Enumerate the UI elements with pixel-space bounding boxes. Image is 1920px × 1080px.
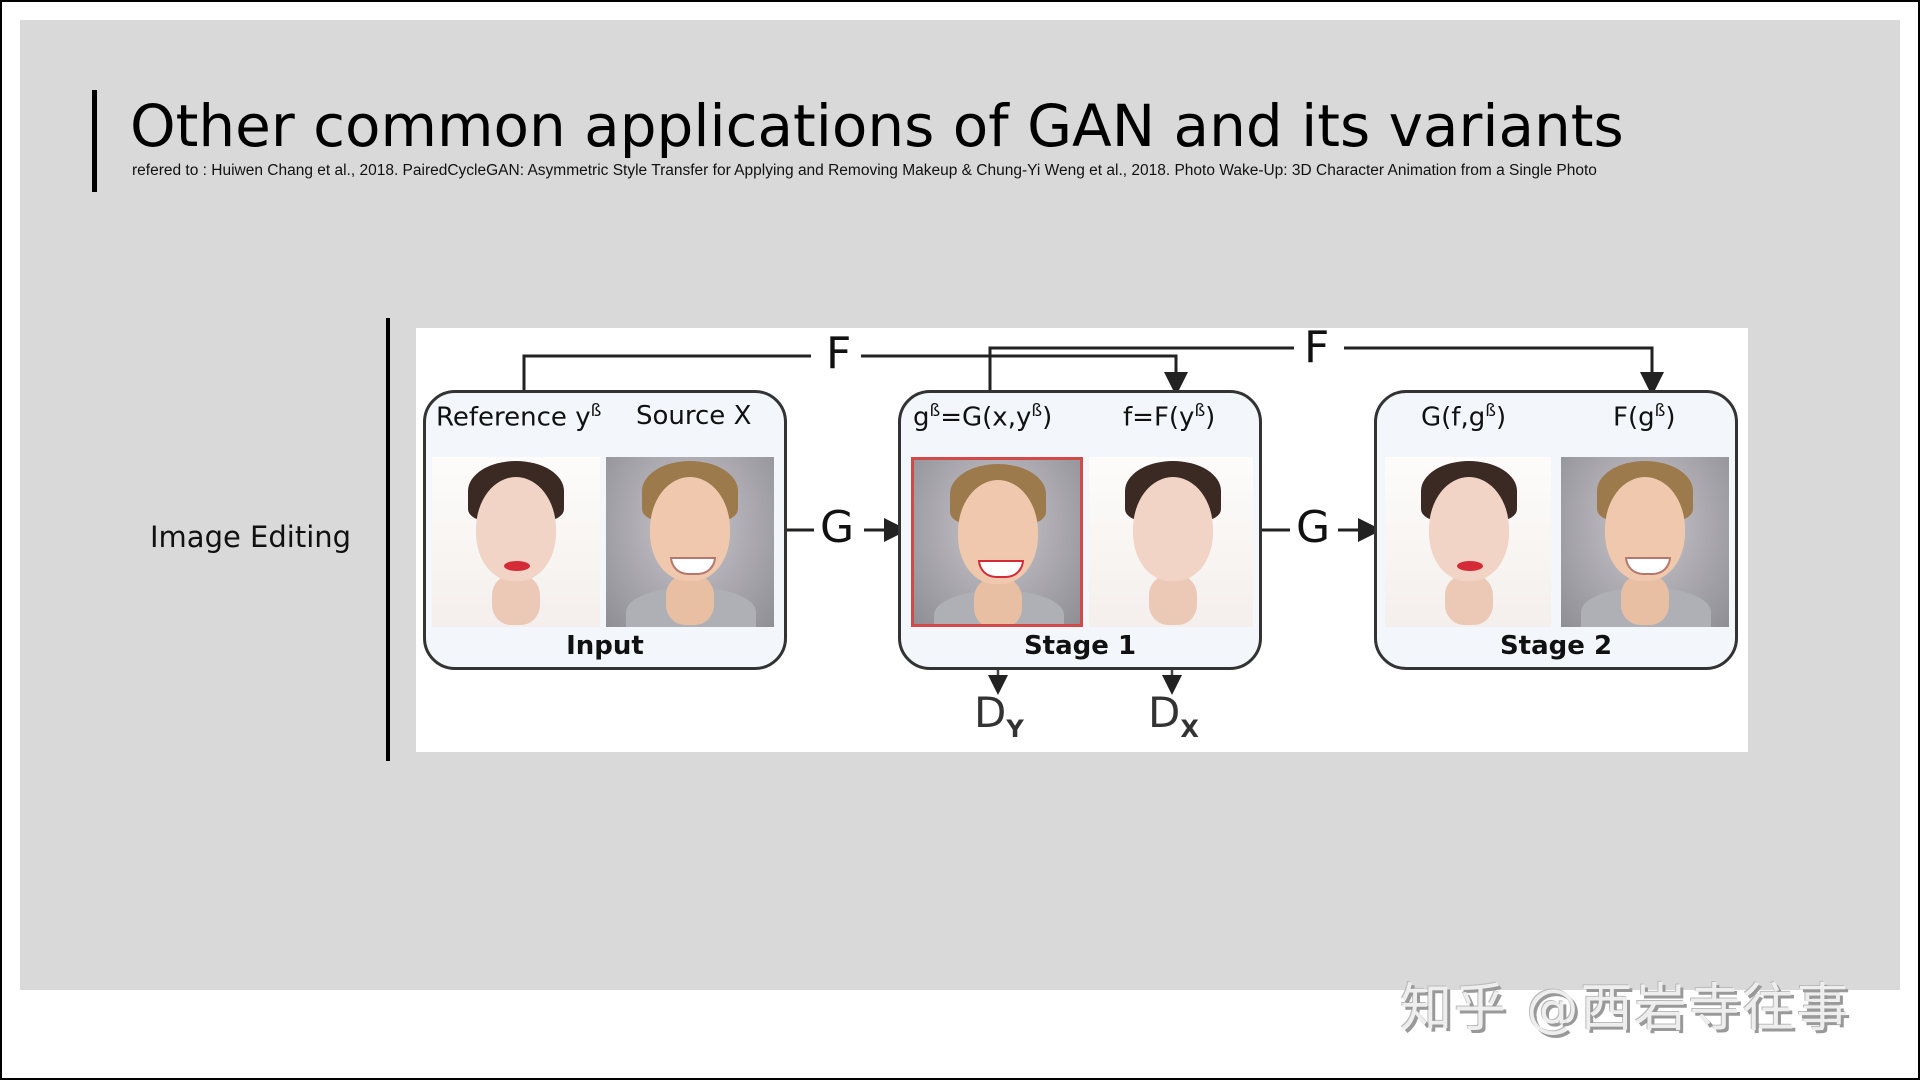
operator-g-2: G: [1296, 502, 1331, 553]
operator-f-2: F: [1304, 322, 1330, 373]
label-f: f=F(yß): [1123, 401, 1216, 433]
panel-footer-input: Input: [566, 631, 644, 661]
title-accent-bar: [92, 90, 97, 192]
photo-source-man: [606, 457, 774, 627]
operator-f-1: F: [826, 328, 852, 379]
label-f-g: F(gß): [1613, 401, 1676, 433]
panel-footer-stage-2: Stage 2: [1499, 631, 1613, 661]
label-g-beta: gß=G(x,yß): [913, 401, 1053, 433]
discriminator-dx: DX: [1148, 688, 1199, 743]
citation-text: refered to : Huiwen Chang et al., 2018. …: [132, 162, 1597, 179]
label-source: Source X: [636, 401, 752, 431]
panel-stage-1: gß=G(x,yß) f=F(yß) Stage 1: [898, 390, 1262, 670]
panel-input: Reference yß Source X Input: [423, 390, 787, 670]
pairedcyclegan-diagram: F F G G Reference yß Source X Input gß=G…: [416, 322, 1748, 752]
photo-reconstructed-man: [1561, 457, 1729, 627]
photo-man-with-makeup: [911, 457, 1083, 627]
slide-title: Other common applications of GAN and its…: [130, 92, 1624, 160]
watermark: 知乎 @西岩寺往事: [1400, 979, 1851, 1039]
label-g-f-g: G(f,gß): [1421, 401, 1507, 433]
photo-reconstructed-woman: [1385, 457, 1551, 627]
operator-g-1: G: [820, 502, 855, 553]
discriminator-dy: DY: [974, 688, 1024, 743]
panel-footer-stage-1: Stage 1: [1023, 631, 1137, 661]
photo-woman-no-makeup: [1089, 457, 1253, 627]
panel-stage-2: G(f,gß) F(gß) Stage 2: [1374, 390, 1738, 670]
photo-reference-woman: [432, 457, 600, 627]
label-reference: Reference yß: [436, 401, 602, 433]
row-separator: [386, 318, 390, 761]
row-label-image-editing: Image Editing: [150, 520, 352, 554]
